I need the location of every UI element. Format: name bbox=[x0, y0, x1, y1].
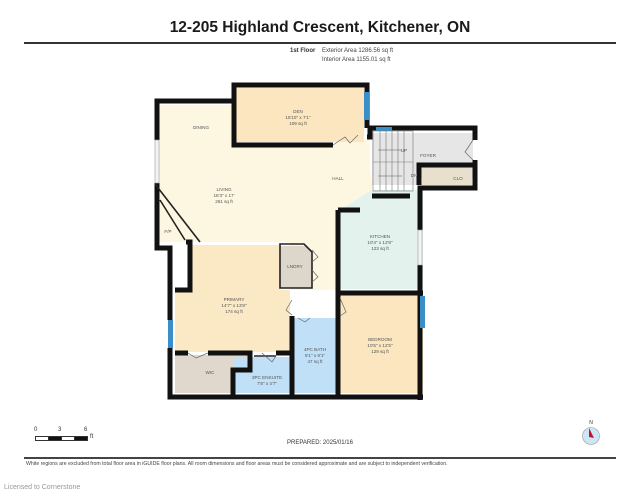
disclaimer: White regions are excluded from total fl… bbox=[26, 461, 448, 467]
ensuite-dims: 7'8" x 4'7" bbox=[257, 381, 277, 386]
living-dims: 18'3" x 17' bbox=[213, 193, 234, 198]
bath4-fill bbox=[294, 318, 337, 393]
door-swings bbox=[187, 134, 474, 363]
scale-tick-3: 3 bbox=[58, 427, 62, 433]
stairs-down-label: DN bbox=[411, 173, 418, 178]
bath4-dims: 5'1" x 9'1" bbox=[305, 353, 325, 358]
prepared-date: PREPARED: 2025/01/16 bbox=[287, 440, 353, 446]
clo-label: CLO bbox=[453, 176, 463, 181]
bedroom-label: BEDROOM bbox=[368, 337, 392, 342]
den-label: DEN bbox=[293, 109, 303, 114]
lndry-label: LNDRY bbox=[287, 264, 303, 269]
bath4-label: 4PC BATH bbox=[304, 347, 326, 352]
primary-dims: 14'7" x 13'8" bbox=[221, 303, 247, 308]
walls bbox=[154, 82, 478, 400]
bedroom-fill bbox=[340, 293, 423, 393]
scale-tick-0: 0 bbox=[34, 427, 38, 433]
clo-fill bbox=[422, 167, 472, 185]
primary-fill bbox=[175, 245, 290, 352]
living-area: 261 sq ft bbox=[215, 199, 233, 204]
bedroom-area: 129 sq ft bbox=[371, 349, 389, 354]
living-label: LIVING bbox=[216, 187, 231, 192]
bedroom-dims: 10'5" x 12'5" bbox=[367, 343, 393, 348]
stairs bbox=[372, 130, 414, 192]
title-divider bbox=[24, 42, 616, 44]
hall-label: HALL bbox=[332, 176, 344, 181]
foyer-label: FOYER bbox=[420, 153, 437, 158]
living-area-fill bbox=[157, 105, 372, 290]
exterior-area: Exterior Area 1286.56 sq ft bbox=[322, 48, 394, 54]
interior-area: Interior Area 1155.01 sq ft bbox=[322, 57, 391, 63]
compass-icon: N bbox=[582, 420, 600, 445]
scale-segment bbox=[74, 436, 88, 441]
compass-north-label: N bbox=[589, 420, 593, 426]
license-watermark: Licensed to Cornerstone bbox=[4, 484, 81, 491]
kitchen-label: KITCHEN bbox=[370, 234, 390, 239]
laundry-fill bbox=[280, 246, 312, 288]
page-title: 12-205 Highland Crescent, Kitchener, ON bbox=[169, 19, 471, 36]
kitchen-dims: 10'4" x 12'8" bbox=[367, 240, 393, 245]
den-area: 109 sq ft bbox=[289, 121, 307, 126]
primary-area: 174 sq ft bbox=[225, 309, 243, 314]
kitchen-area: 123 sq ft bbox=[371, 246, 389, 251]
scale-bar: 0 3 6 ft bbox=[32, 427, 112, 447]
scale-unit: ft bbox=[90, 434, 94, 440]
fp-label: F/P bbox=[164, 229, 171, 234]
ensuite-fill bbox=[234, 357, 291, 393]
ensuite-label: 3PC ENSUITE bbox=[252, 375, 282, 380]
floor-label: 1st Floor bbox=[290, 48, 316, 54]
stairs-up-label: UP bbox=[401, 148, 407, 153]
windows bbox=[154, 92, 425, 348]
footer-divider bbox=[24, 457, 616, 459]
den-fill bbox=[236, 88, 364, 142]
primary-label: PRIMARY bbox=[224, 297, 245, 302]
dining-label: DINING bbox=[193, 125, 210, 130]
room-labels: DEN 15'10" x 7'1" 109 sq ft DINING LIVIN… bbox=[164, 109, 463, 386]
kitchen-fill bbox=[340, 190, 423, 289]
scale-tick-6: 6 bbox=[84, 427, 88, 433]
wic-label: WIC bbox=[206, 370, 216, 375]
bath4-area: 47 sq ft bbox=[307, 359, 323, 364]
den-dims: 15'10" x 7'1" bbox=[285, 115, 311, 120]
